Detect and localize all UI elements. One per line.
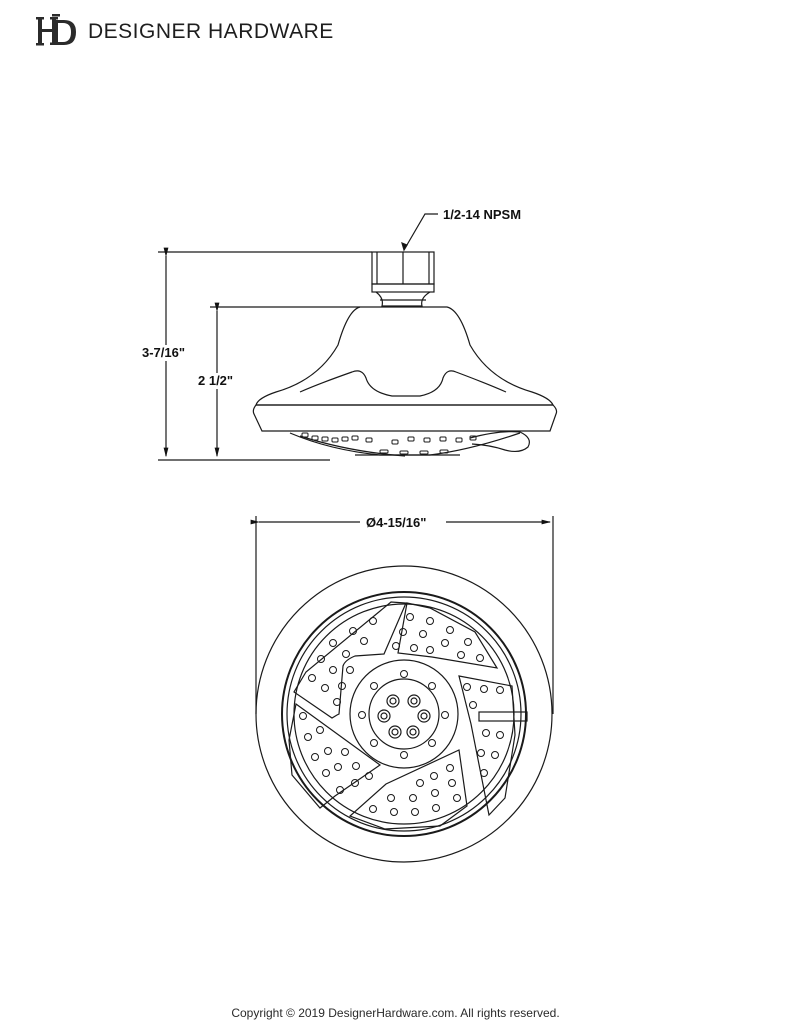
diameter-label: Ø4-15/16" bbox=[366, 515, 426, 530]
side-view bbox=[158, 213, 558, 461]
brand-header: DESIGNER HARDWARE bbox=[36, 14, 334, 50]
brand-name: DESIGNER HARDWARE bbox=[88, 20, 334, 43]
front-view bbox=[250, 516, 554, 863]
body-height-label: 2 1/2" bbox=[198, 373, 233, 388]
copyright-footer: Copyright © 2019 DesignerHardware.com. A… bbox=[231, 1006, 560, 1020]
technical-drawing: 1/2-14 NPSM 3-7/16" 2 1/2" bbox=[140, 207, 558, 863]
thread-label: 1/2-14 NPSM bbox=[443, 207, 521, 222]
overall-height-label: 3-7/16" bbox=[142, 345, 185, 360]
dh-monogram-logo-icon bbox=[36, 14, 76, 46]
